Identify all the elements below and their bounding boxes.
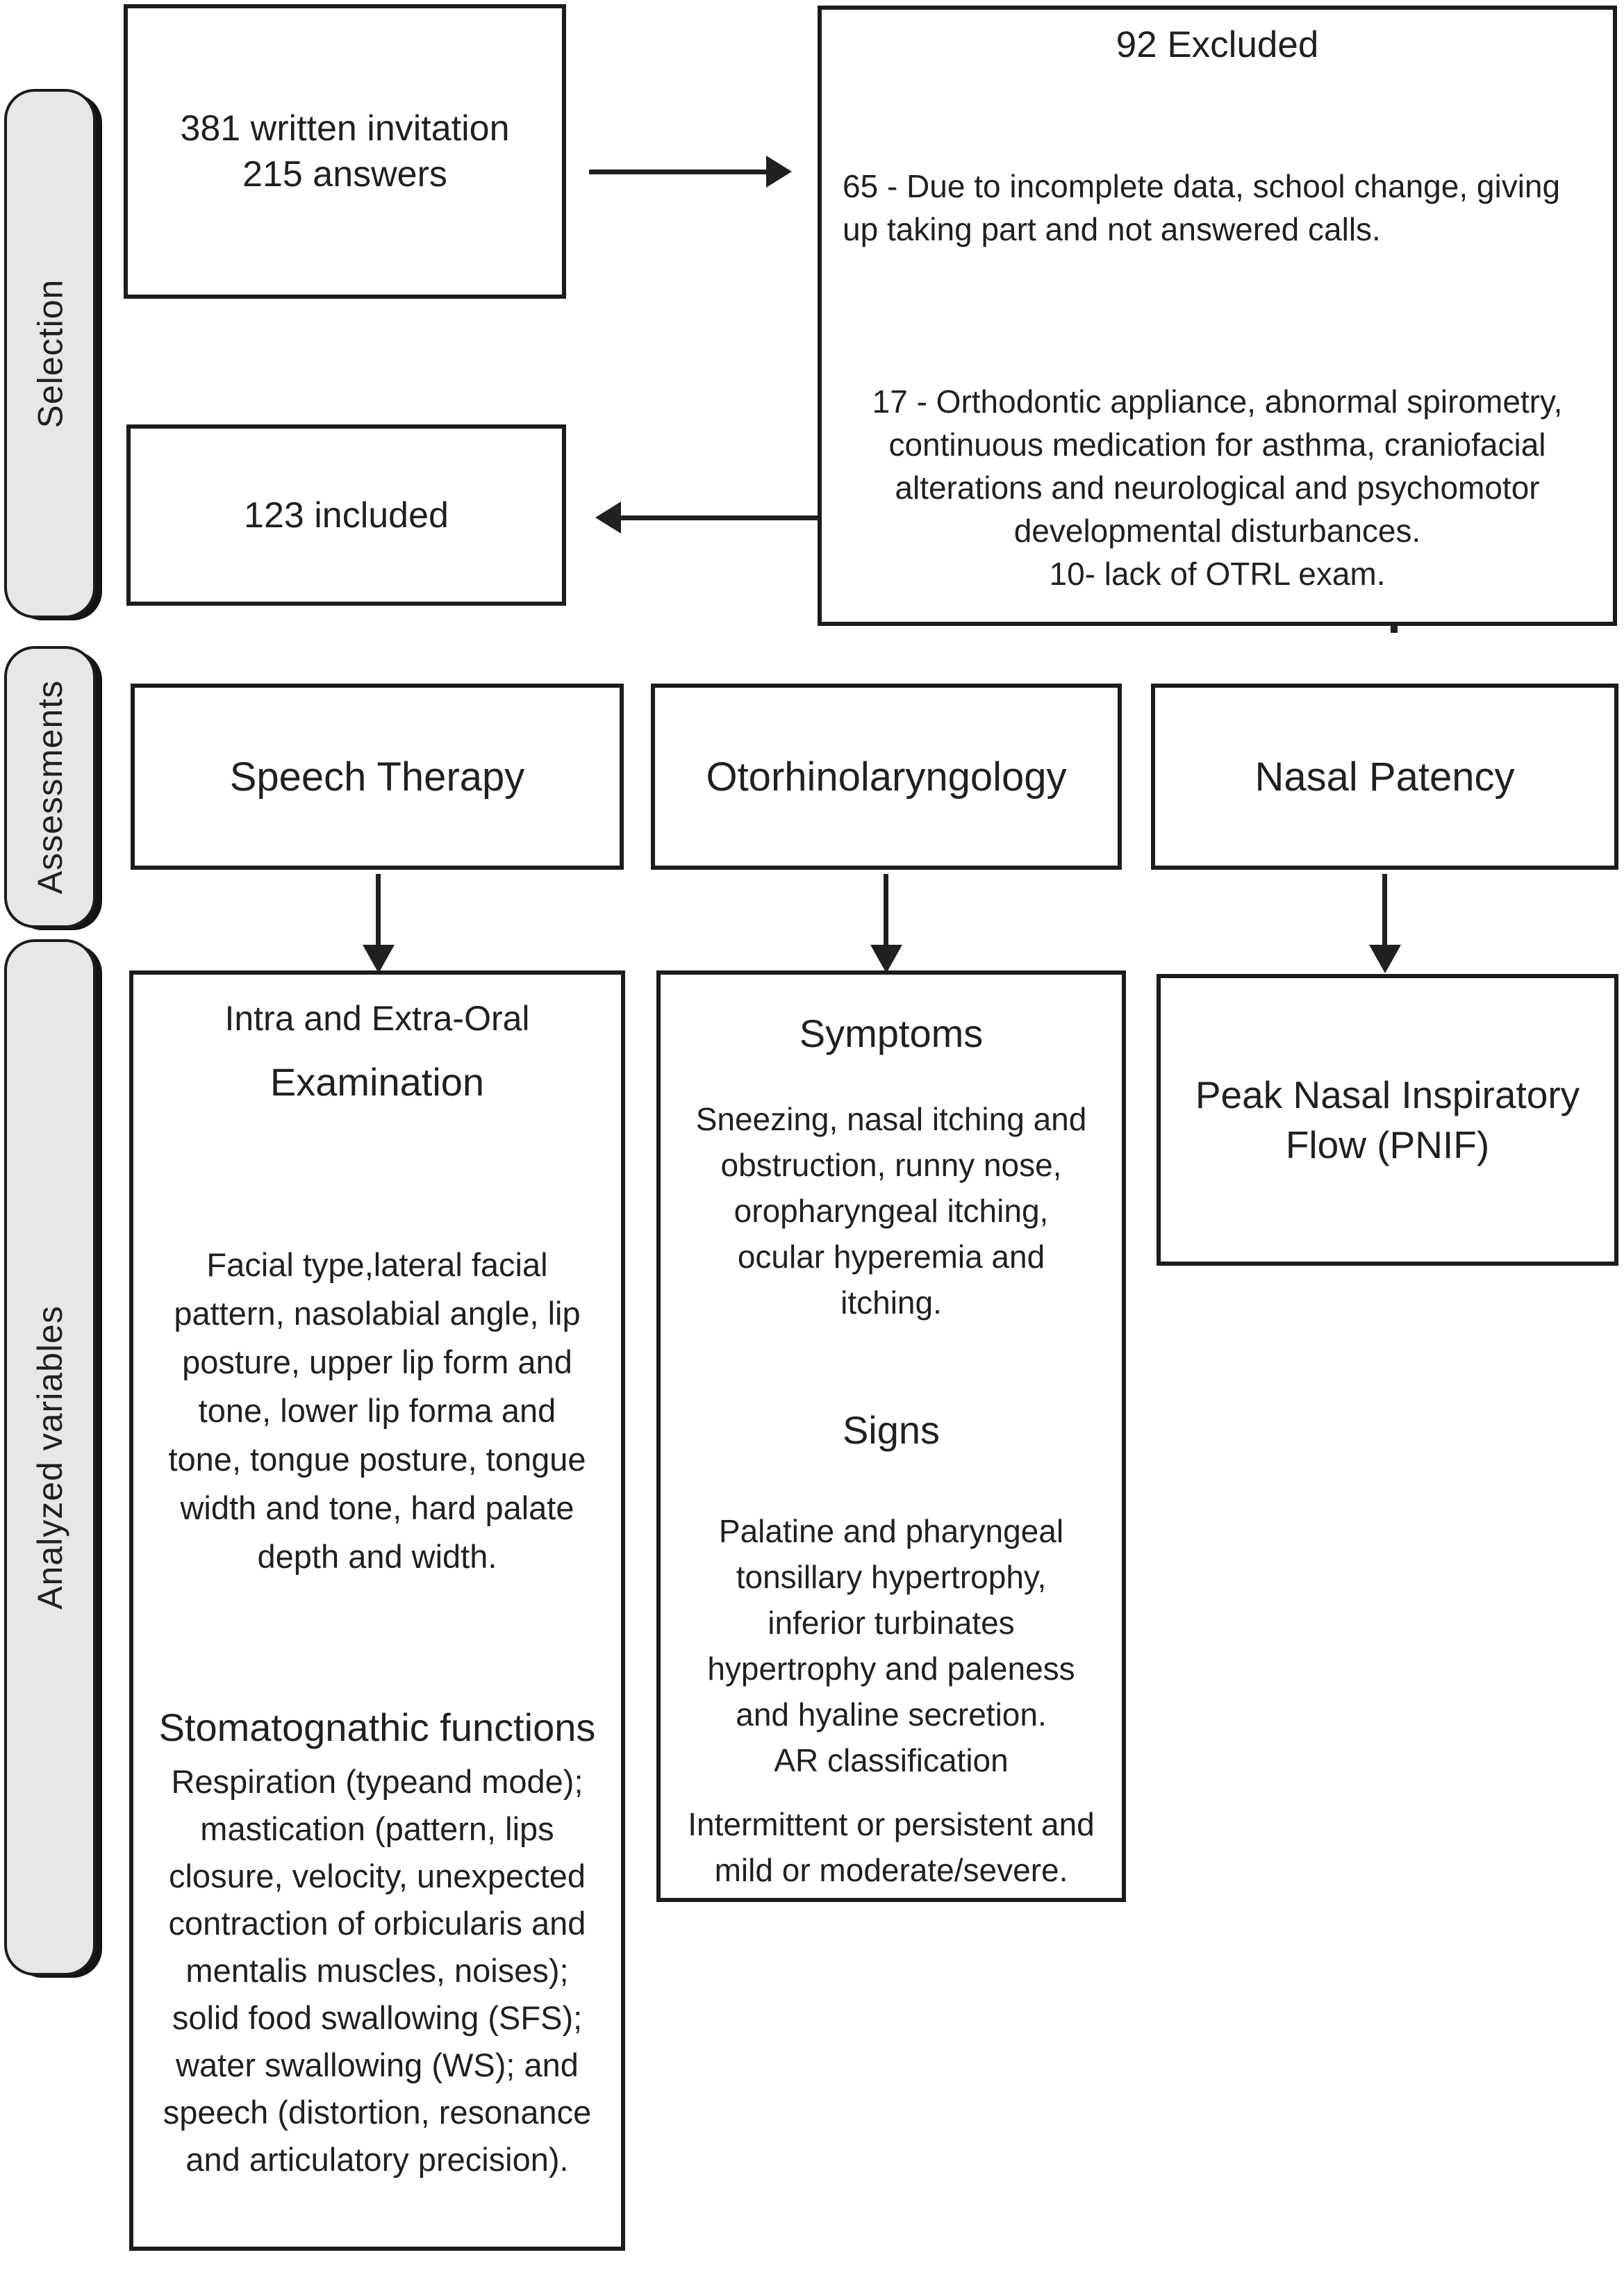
included-box: 123 included [126,424,566,606]
arrow-excluded-to-included-head-icon [595,502,621,534]
arrow-orl-down-head-icon [870,945,902,973]
oral-examination-box: Intra and Extra-Oral Examination Facial … [129,970,625,2251]
excluded-reason-65: 65 - Due to incomplete data, school chan… [843,168,1561,247]
excluded-reason-17: 17 - Orthodontic appliance, abnormal spi… [872,383,1563,549]
signs-text: Palatine and pharyngeal tonsillary hyper… [707,1513,1075,1778]
stage-label-assessments: Assessments [4,646,96,928]
nasal-patency-box-text: Nasal Patency [1254,754,1515,800]
stage-label-selection-text: Selection [31,279,70,429]
arrow-nasal-down-head-icon [1369,945,1401,973]
stomatognathic-functions-heading: Stomatognathic functions [158,1705,596,1749]
stage-label-selection: Selection [4,89,96,618]
stage-label-analyzed-variables-text: Analyzed variables [31,1305,69,1610]
arrow-orl-down-line [884,874,888,946]
signs-heading: Signs [842,1408,941,1452]
invitation-box: 381 written invitation 215 answers [124,4,566,299]
invitation-box-text: 381 written invitation 215 answers [180,108,510,195]
stray-mark [1391,626,1398,633]
oral-exam-heading-line2: Examination [270,1060,485,1104]
symptoms-text: Sneezing, nasal itching and obstruction,… [695,1101,1087,1321]
otorhinolaryngology-box: Otorhinolaryngology [651,684,1122,870]
ar-classification-text: Intermittent or persistent and mild or m… [688,1806,1095,1888]
arrow-speech-down-head-icon [363,945,395,973]
excluded-box-title: 92 Excluded [1116,24,1319,65]
arrow-invitation-to-excluded-head-icon [766,156,792,188]
symptoms-heading: Symptoms [799,1011,984,1055]
stage-label-assessments-text: Assessments [31,679,70,895]
oral-exam-heading-line1: Intra and Extra-Oral [224,999,530,1038]
stage-label-analyzed-variables: Analyzed variables [4,939,96,1976]
arrow-excluded-to-included-line [620,515,818,520]
pnif-box: Peak Nasal Inspiratory Flow (PNIF) [1157,974,1618,1266]
speech-therapy-box-text: Speech Therapy [229,754,525,800]
arrow-invitation-to-excluded-line [589,170,768,174]
excluded-box: 92 Excluded 65 - Due to incomplete data,… [818,6,1617,626]
speech-therapy-box: Speech Therapy [131,684,624,870]
pnif-box-text: Peak Nasal Inspiratory Flow (PNIF) [1195,1073,1580,1166]
included-box-text: 123 included [244,495,449,536]
stomatognathic-functions-text: Respiration (typeand mode); mastication … [163,1763,592,2178]
nasal-patency-box: Nasal Patency [1151,684,1618,870]
excluded-reason-10: 10- lack of OTRL exam. [1049,556,1386,592]
otorhinolaryngology-box-text: Otorhinolaryngology [706,754,1067,800]
oral-exam-text: Facial type,lateral facial pattern, naso… [168,1246,586,1575]
arrow-nasal-down-line [1382,874,1387,946]
arrow-speech-down-line [376,874,381,946]
symptoms-signs-box: Symptoms Sneezing, nasal itching and obs… [656,970,1126,1902]
